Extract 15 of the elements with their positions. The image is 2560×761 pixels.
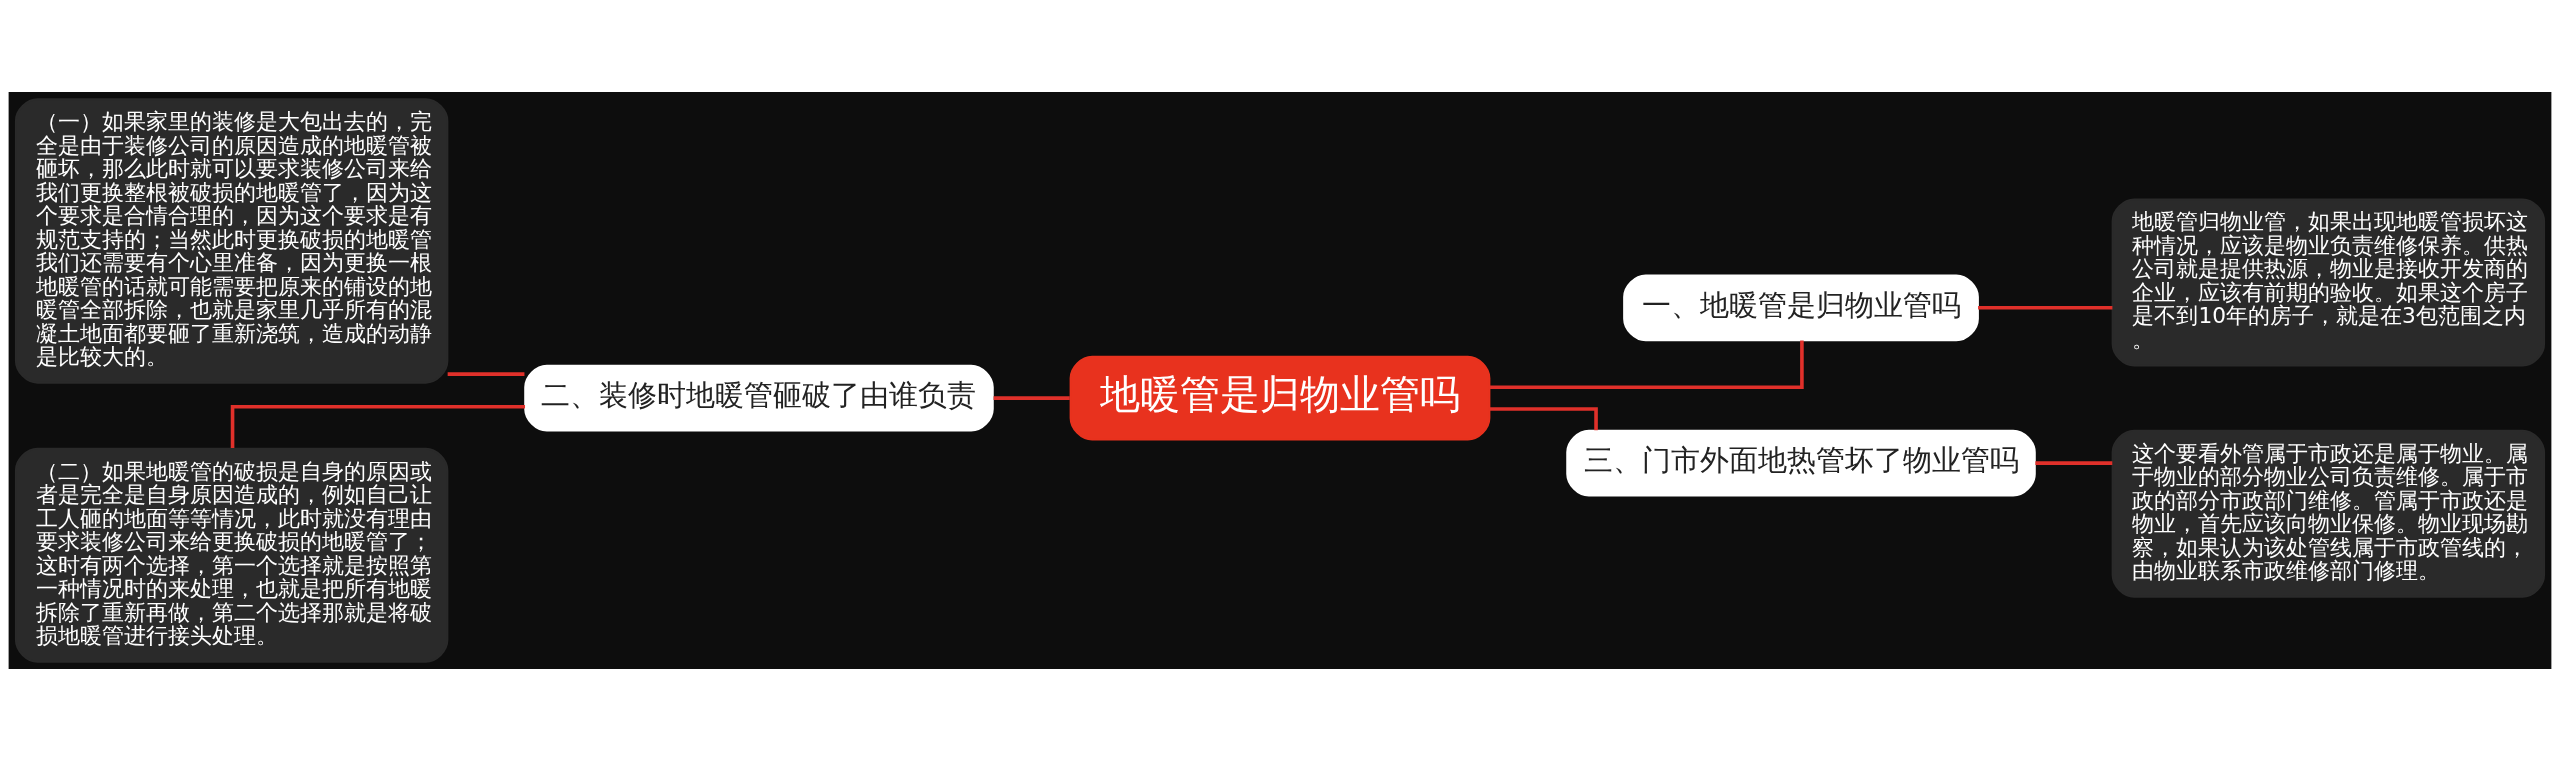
connector: [1978, 306, 2113, 310]
node-box: 这个要看外管属于市政还是属于物业。属于物业的部分物业公司负责维修。属于市政的部分市政部门维修。管属于市政还是物业，首先应该向物业保修。物业现场勘察，如果认为该处管线属于市政管线的，由物业联系市政维修部门修理。: [2111, 429, 2546, 598]
node-box: 三、门市外面地热管坏了物业管吗: [1566, 429, 2036, 497]
node-box: 二、装修时地暖管砸破了由谁负责: [524, 364, 994, 432]
node-box: （二）如果地暖管的破损是自身的原因或者是完全是自身原因造成的，例如自己让工人砸的地面等等情况，此时就没有理由要求装修公司来给更换破损的地暖管了；这时有两个选择，第一个选择就是按照第一种情况时的来处理，也就是把所有地暖拆除了重新再做，第二个选择那就是将破损地暖管进行接头处理。: [14, 447, 449, 663]
connector: [230, 404, 525, 449]
connector: [2035, 461, 2113, 465]
node-box: 一、地暖管是归物业管吗: [1623, 274, 1979, 342]
connector: [447, 372, 525, 376]
node-box: （一）如果家里的装修是大包出去的，完全是由于装修公司的原因造成的地暖管被砸坏，那么此时就可以要求装修公司来给我们更换整根被破损的地暖管了，因为这个要求是合情合理的，因为这个要求是有规范支持的；当然此时更换破损的地暖管我们还需要有个心里准备，因为更换一根地暖管的话就可能需要把原来的铺设的地暖管全部拆除，也就是家里几乎所有的混凝土地面都要砸了重新浇筑，造成的动静是比较大的。: [14, 98, 449, 384]
node-box: 地暖管归物业管，如果出现地暖管损坏这种情况，应该是物业负责维修保养。供热公司就是提供热源，物业是接收开发商的企业，应该有前期的验收。如果这个房子是不到10年的房子，就是在3包范围之内。: [2111, 198, 2546, 367]
node-box: 地暖管是归物业管吗: [1069, 355, 1491, 441]
connector: [1490, 340, 1804, 390]
connector: [1489, 407, 1598, 431]
connector: [993, 396, 1070, 400]
